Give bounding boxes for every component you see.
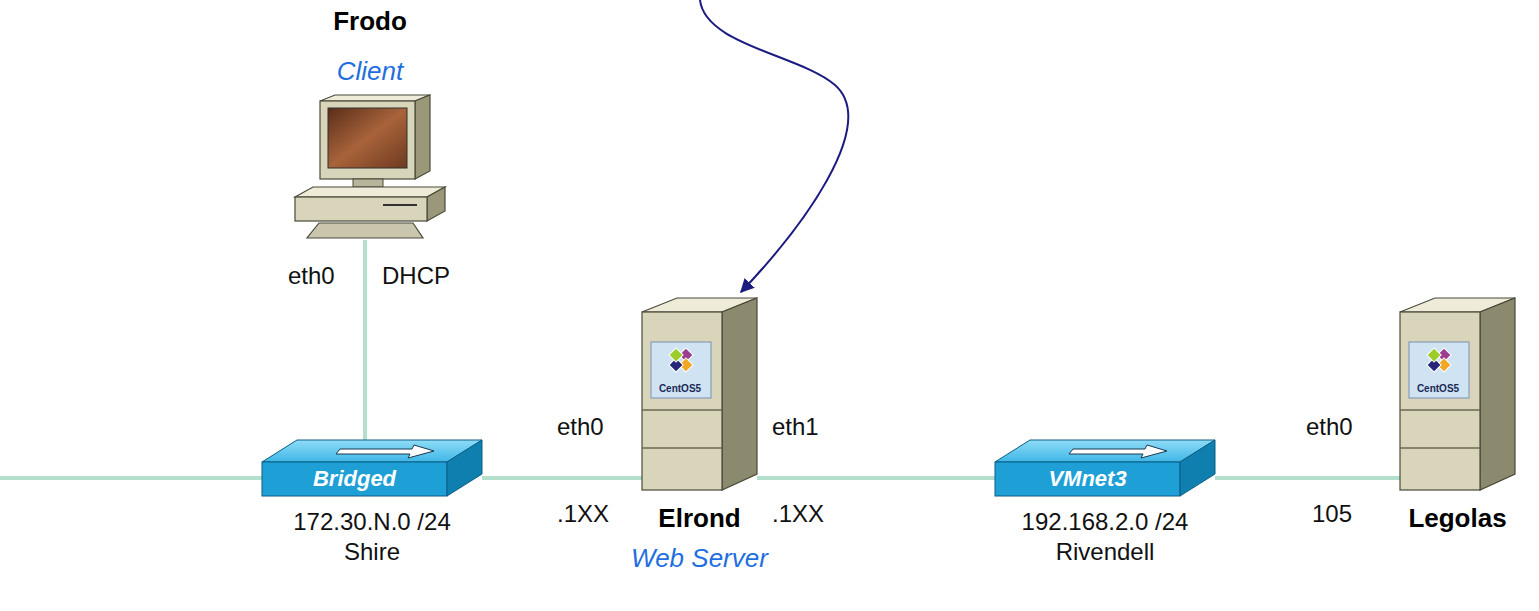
monitor-neck: [353, 179, 383, 187]
node-name: Legolas: [1408, 504, 1506, 534]
label-holder: Rivendell: [1056, 538, 1155, 566]
os-logo: [651, 342, 711, 398]
interface-name: eth0: [557, 413, 604, 441]
text-holder: VMnet3: [995, 462, 1180, 496]
label-holder: 105: [1312, 500, 1352, 528]
text-holder: Frodo: [240, 7, 500, 37]
switch-side: [1180, 440, 1215, 496]
network-link: [757, 476, 995, 480]
bay-line: [642, 447, 722, 449]
network-link: [482, 476, 642, 480]
switch-top: [995, 440, 1215, 462]
bay-line: [1400, 447, 1480, 449]
tower-side: [722, 298, 757, 490]
label-holder: .1XX: [772, 500, 824, 528]
label-holder: 172.30.N.0 /24: [293, 508, 450, 536]
subnet-address: 192.168.2.0 /24: [1022, 508, 1189, 536]
pointer-arrow: [700, 0, 848, 292]
label-holder: CentOS5: [659, 378, 701, 396]
switch-arrow: [1069, 445, 1167, 458]
os-logo-text: CentOS5: [1417, 383, 1459, 395]
interface-name: eth0: [1306, 413, 1353, 441]
label-holder: DHCP: [382, 262, 450, 290]
network-link: [363, 240, 367, 440]
desktop-side: [427, 187, 445, 221]
label-holder: 192.168.2.0 /24: [1022, 508, 1189, 536]
os-logo-text: CentOS5: [659, 383, 701, 395]
label-holder: eth0: [1306, 413, 1353, 441]
node-role: Web Server: [631, 544, 768, 574]
node-role: Client: [337, 57, 403, 87]
bay-line: [642, 409, 722, 411]
monitor-screen: [328, 108, 407, 168]
bay-line: [1400, 409, 1480, 411]
node-name: VMnet3: [1048, 466, 1126, 491]
monitor-front: [320, 101, 415, 179]
tower-front: [1400, 312, 1480, 490]
label-holder: Shire: [344, 538, 400, 566]
switch-side: [447, 440, 482, 496]
tower-front: [642, 312, 722, 490]
logo-petal: [669, 348, 683, 362]
tower-side: [1480, 298, 1515, 490]
keyboard: [307, 223, 423, 238]
text-holder: Client: [240, 57, 500, 87]
label-holder: eth0: [557, 413, 604, 441]
address-mode: DHCP: [382, 262, 450, 290]
logo-petal: [1427, 348, 1441, 362]
network-switch: Bridged: [262, 440, 482, 496]
network-switch: VMnet3: [995, 440, 1215, 496]
interface-name: eth1: [772, 413, 819, 441]
pc-icon: [295, 95, 445, 240]
label-holder: eth1: [772, 413, 819, 441]
host-address: 105: [1312, 500, 1352, 528]
os-logo: [1409, 342, 1469, 398]
network-link: [1215, 476, 1400, 480]
host-address: .1XX: [772, 500, 824, 528]
uplink-wire: [0, 476, 264, 480]
subnet-address: 172.30.N.0 /24: [293, 508, 450, 536]
node-name: Bridged: [313, 466, 396, 491]
switch-top: [262, 440, 482, 462]
label-holder: eth0: [288, 262, 335, 290]
drive-slot: [383, 204, 417, 206]
network-name: Shire: [344, 538, 400, 566]
label-holder: CentOS5: [1417, 378, 1459, 396]
monitor-side: [415, 95, 430, 179]
node-name: Frodo: [333, 7, 407, 37]
network-name: Rivendell: [1056, 538, 1155, 566]
host-address: .1XX: [557, 500, 609, 528]
interface-name: eth0: [288, 262, 335, 290]
text-holder: Web Server: [570, 544, 830, 574]
switch-front: [995, 462, 1180, 496]
switch-front: [262, 462, 447, 496]
switch-arrow: [336, 445, 434, 458]
text-holder: Bridged: [262, 462, 447, 496]
desktop-top: [295, 187, 445, 197]
desktop-front: [295, 197, 427, 221]
monitor-top: [320, 95, 430, 101]
text-holder: Legolas: [1328, 504, 1539, 534]
node-name: Elrond: [658, 504, 740, 534]
client-computer: FrodoClient: [295, 95, 445, 240]
label-holder: .1XX: [557, 500, 609, 528]
